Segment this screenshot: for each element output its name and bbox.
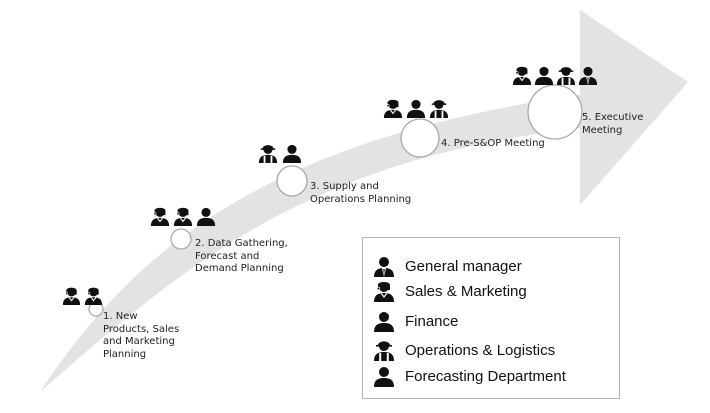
sales-marketing-icon	[383, 99, 403, 118]
sales-marketing-icon	[512, 66, 532, 85]
general-manager-icon	[578, 66, 598, 85]
finance-icon	[534, 66, 554, 85]
operations-logistics-icon	[429, 99, 449, 118]
sales-marketing-icon	[150, 207, 170, 226]
legend-label: Finance	[405, 312, 459, 330]
step-2-circle	[170, 228, 192, 250]
step-3-circle	[276, 165, 308, 197]
operations-logistics-icon	[374, 340, 394, 361]
operations-logistics-icon	[258, 144, 278, 163]
step-5-circle	[527, 84, 583, 140]
step-3-label: 3. Supply and Operations Planning	[310, 181, 412, 205]
legend-item-operations-logistics: Operations & Logistics	[373, 338, 555, 362]
finance-icon	[406, 99, 426, 118]
step-4-circle	[400, 118, 440, 158]
general-manager-icon	[374, 257, 394, 277]
legend: General manager Sales & Marketing Financ…	[362, 237, 620, 399]
step-5-label: 5. Executive Meeting	[582, 112, 644, 136]
sales-marketing-icon	[173, 207, 193, 226]
sales-marketing-icon	[84, 287, 103, 305]
forecasting-department-icon	[374, 367, 394, 387]
legend-label: General manager	[405, 257, 522, 275]
finance-icon	[374, 312, 394, 332]
arrow-shape	[40, 10, 688, 392]
sales-marketing-icon	[62, 287, 81, 305]
legend-item-forecasting-department: Forecasting Department	[373, 364, 566, 388]
forecasting-department-icon	[196, 207, 216, 226]
finance-icon	[282, 144, 302, 163]
legend-item-sales-marketing: Sales & Marketing	[373, 279, 527, 303]
legend-item-general-manager: General manager	[373, 254, 522, 278]
step-2-label: 2. Data Gathering, Forecast and Demand P…	[195, 238, 288, 274]
legend-item-finance: Finance	[373, 309, 458, 333]
operations-logistics-icon	[556, 66, 576, 85]
step-4-label: 4. Pre-S&OP Meeting	[441, 138, 545, 149]
legend-label: Sales & Marketing	[405, 282, 527, 300]
legend-label: Operations & Logistics	[405, 341, 556, 359]
legend-label: Forecasting Department	[405, 367, 566, 385]
sales-marketing-icon	[374, 282, 394, 302]
step-1-label: 1. New Products, Sales and Marketing Pla…	[103, 311, 180, 360]
